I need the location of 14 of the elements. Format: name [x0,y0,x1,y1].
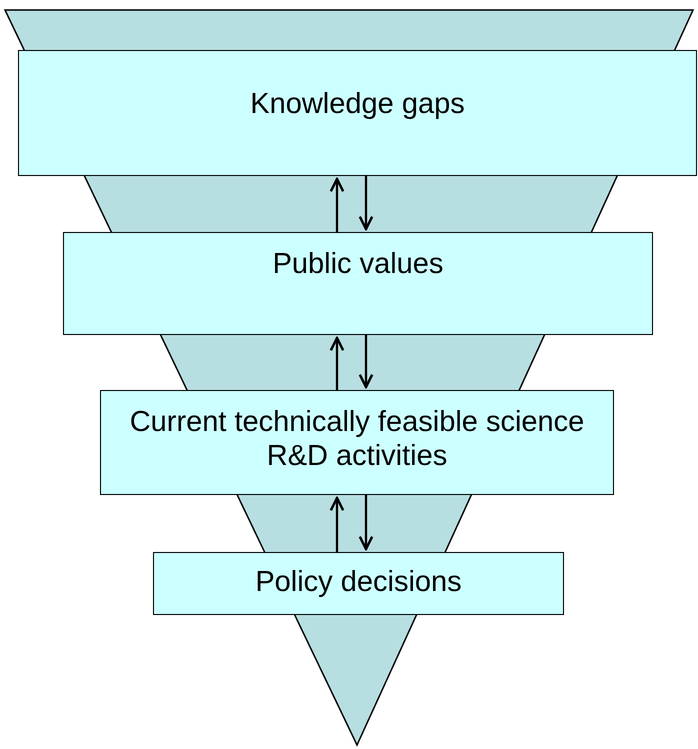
text-box [18,50,697,176]
box-label: Knowledge gaps [249,87,466,121]
box-label: Public values [272,247,444,281]
arrow [358,176,374,230]
box-label: Policy decisions [254,565,463,599]
arrow [330,178,344,232]
box-label: Current technically feasible science R&D activities [128,405,586,473]
arrow [330,336,344,390]
arrow [330,496,344,552]
text-box [100,390,614,495]
text-box [63,232,653,335]
arrow [358,335,374,388]
text-box [153,552,564,615]
arrow [358,495,374,550]
